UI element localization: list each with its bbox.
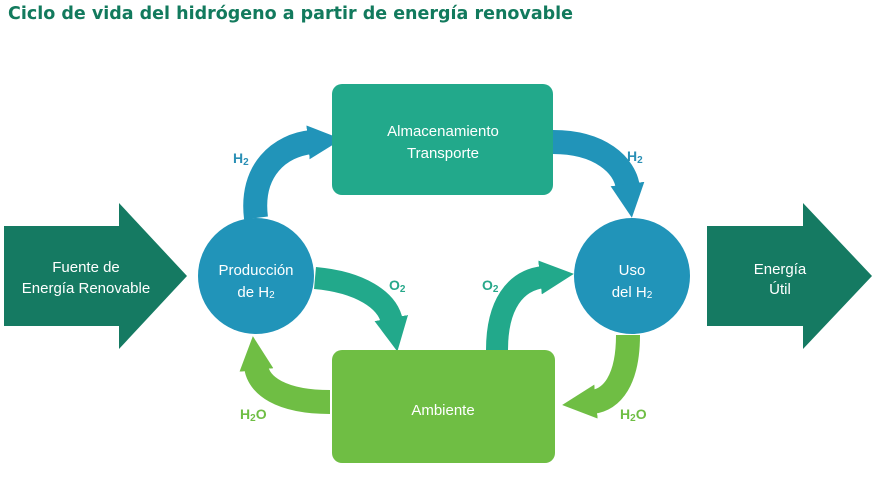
almacenamiento-box xyxy=(332,84,553,195)
o2-flow-label-left: O2 xyxy=(389,277,406,295)
almacenamiento-label-line2: Transporte xyxy=(407,145,479,162)
h2o-flow-label-right: H2O xyxy=(620,406,647,424)
ambiente-box xyxy=(332,350,555,463)
h2-flow-label-left: H2 xyxy=(233,150,249,168)
energia-label-line1: Energía xyxy=(754,261,807,278)
produccion-label-line2: de H2 xyxy=(237,284,275,301)
uso-label-line2: del H2 xyxy=(612,284,653,301)
almacenamiento-label-line1: Almacenamiento xyxy=(387,123,499,140)
page-title: Ciclo de vida del hidrógeno a partir de … xyxy=(8,4,574,24)
fuente-label-line2: Energía Renovable xyxy=(22,280,150,297)
energia-arrow-shape xyxy=(707,203,872,349)
ambiente-label: Ambiente xyxy=(411,402,474,419)
uso-circle xyxy=(574,218,690,334)
fuente-arrow-shape xyxy=(4,203,187,349)
produccion-label-line1: Producción xyxy=(218,262,293,279)
fuente-label-line1: Fuente de xyxy=(52,259,120,276)
h2o-flow-label-left: H2O xyxy=(240,406,267,424)
o2-arrow-environment-to-use xyxy=(486,260,574,351)
h2o-arrow-environment-to-production xyxy=(239,336,331,414)
o2-flow-label-right: O2 xyxy=(482,277,499,295)
h2o-arrow-use-to-environment xyxy=(562,334,640,419)
h2-arrow-storage-to-use xyxy=(552,130,645,218)
h2-flow-label-right: H2 xyxy=(627,148,643,166)
energia-label-line2: Útil xyxy=(769,281,791,298)
h2-arrow-production-to-storage xyxy=(243,125,342,220)
uso-label-line1: Uso xyxy=(619,262,646,279)
produccion-circle xyxy=(198,218,314,334)
o2-arrow-production-to-environment xyxy=(313,267,409,352)
